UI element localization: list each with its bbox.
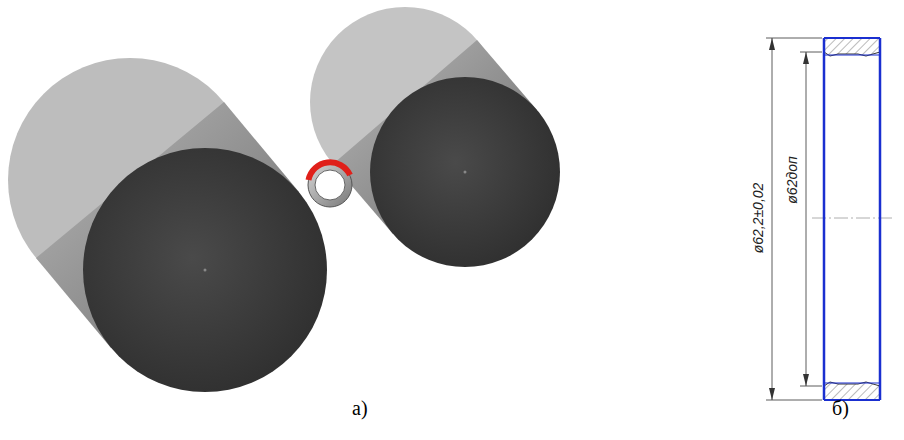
ring-section [812,38,892,400]
dimension-text: ø62,2±0,02 [751,183,765,254]
panel-label: а) [352,398,368,418]
ring-workpiece [308,162,352,207]
roller [310,7,560,267]
roller [8,58,327,392]
dimension-lines [766,38,822,400]
panel-label: б) [832,398,849,418]
dimension-text: ø62доп [785,156,799,203]
